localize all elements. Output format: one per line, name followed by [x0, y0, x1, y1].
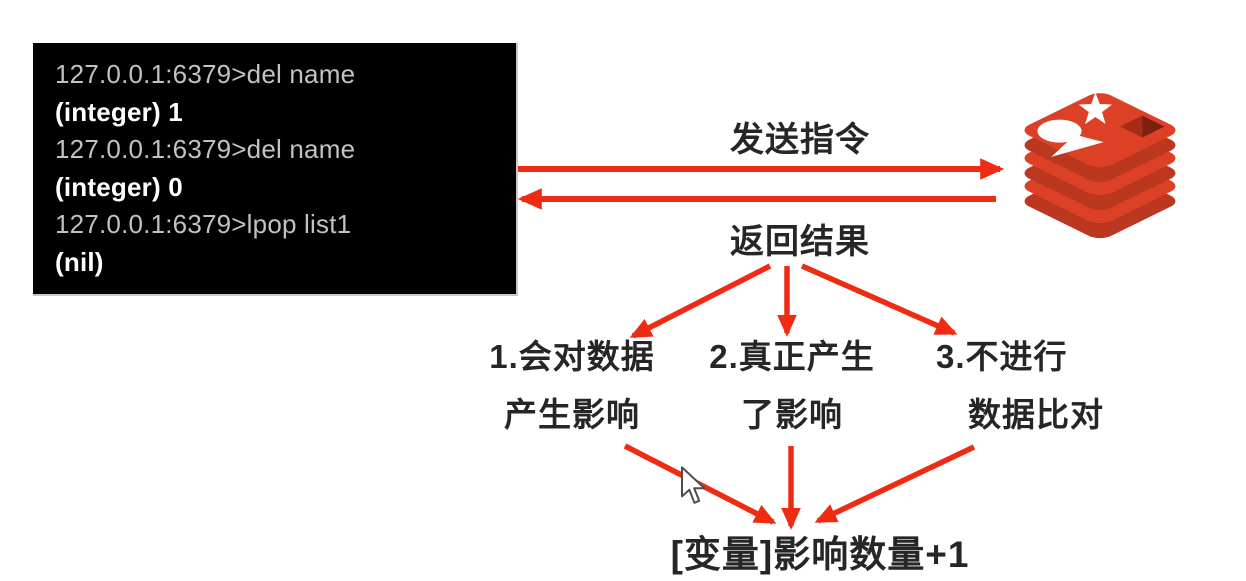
- fan-arrow-right: [800, 263, 958, 336]
- logo-ellipse-shape: [1037, 119, 1082, 143]
- terminal-line: (integer) 0: [55, 171, 183, 202]
- logo-square-hole: [1120, 115, 1165, 138]
- terminal-line: 127.0.0.1:6379>del name: [55, 134, 356, 164]
- branch-line: 数据比对: [968, 396, 1104, 433]
- mouse-cursor-icon: [681, 466, 706, 504]
- branch-line: 3.不进行: [936, 338, 1068, 375]
- logo-triangle-shape: [1051, 134, 1104, 157]
- terminal-line: (integer) 1: [55, 96, 183, 127]
- branch-affects-data: 1.会对数据 产生影响: [482, 337, 662, 435]
- return-result-label: 返回结果: [730, 223, 870, 261]
- branch-line: 产生影响: [504, 396, 640, 433]
- branch-real-effect: 2.真正产生 了影响: [702, 337, 882, 435]
- branch-no-compare: 3.不进行 数据比对: [922, 337, 1112, 435]
- redis-logo-icon: [1024, 92, 1176, 239]
- branch-line: 了影响: [741, 396, 843, 433]
- affected-count-label: [变量]影响数量+1: [670, 534, 970, 575]
- branch-line: 2.真正产生: [709, 338, 875, 375]
- terminal-line: (nil): [55, 246, 104, 277]
- terminal-line: 127.0.0.1:6379>lpop list1: [55, 209, 352, 239]
- redis-cli-terminal: 127.0.0.1:6379>del name (integer) 1 127.…: [33, 43, 518, 296]
- terminal-line: 127.0.0.1:6379>del name: [55, 59, 356, 89]
- branch-line: 1.会对数据: [489, 338, 655, 375]
- logo-star-shape: [1078, 92, 1113, 125]
- fan-arrow-left: [629, 263, 772, 339]
- send-command-label: 发送指令: [730, 121, 870, 159]
- converge-arrow-right: [814, 444, 976, 524]
